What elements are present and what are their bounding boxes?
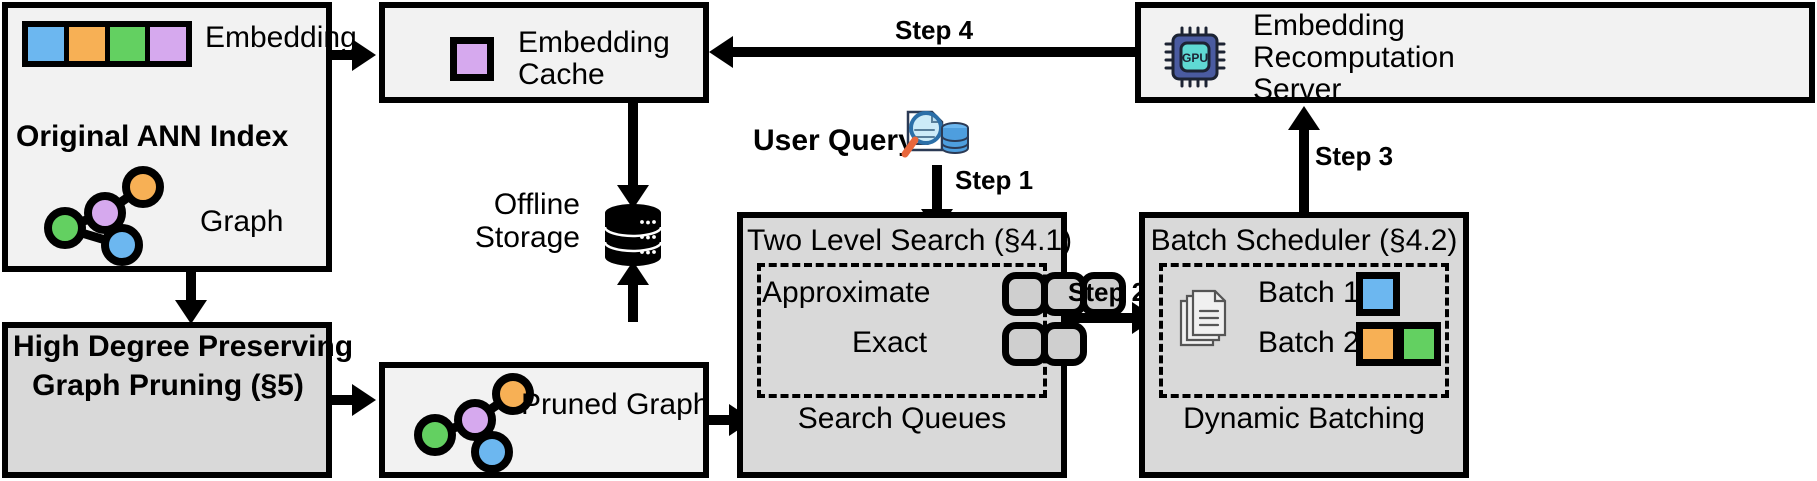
user-query-label: User Query: [753, 124, 915, 157]
embedding-cache-title-line1: Embedding: [518, 26, 670, 59]
embedding-label: Embedding: [205, 21, 357, 54]
dynamic-batching-footer: Dynamic Batching: [1183, 402, 1425, 435]
original-graph-glyph: [40, 165, 170, 266]
arrow-cache-to-storage-shaft: [628, 103, 638, 191]
arrow-pruning-to-pruned-head: [352, 384, 376, 416]
embedding-cache-box: [379, 2, 709, 103]
gpu-chip-icon: GPU: [1164, 26, 1226, 88]
embedding-cell-0: [28, 27, 69, 61]
step-2-label: Step 2: [1068, 277, 1147, 307]
arrow-index-to-pruning-head: [175, 300, 207, 324]
recomputation-server-box: [1135, 2, 1815, 103]
recomputation-server-title-line2: Recomputation: [1253, 41, 1455, 74]
recomputation-server-title-line3: Server: [1253, 73, 1342, 106]
batch-0-swatch-0: [1356, 272, 1400, 316]
arrow-step4-head: [709, 36, 733, 68]
graph-label: Graph: [200, 205, 284, 238]
search-row-0-label: Approximate: [762, 276, 931, 309]
batch-0-label: Batch 1: [1258, 276, 1360, 309]
step-4-label: Step 4: [895, 15, 974, 45]
step-1-label: Step 1: [955, 165, 1034, 195]
arrow-pruned-to-storage-shaft: [628, 282, 638, 322]
batch-1-swatch-0: [1356, 322, 1400, 366]
embedding-cache-swatch: [450, 37, 494, 81]
dynamic-batching-group: [1159, 263, 1449, 398]
search-queues-footer: Search Queues: [797, 402, 1007, 435]
batch-1-label: Batch 2: [1258, 326, 1360, 359]
arrow-index-to-cache-head: [352, 39, 376, 71]
database-cylinder-icon: [602, 203, 664, 267]
graph-pruning-title-line2: Graph Pruning (§5): [32, 369, 304, 402]
offline-storage-label-line2: Storage: [474, 221, 580, 254]
arrow-pruning-to-pruned-shaft: [332, 395, 354, 405]
two-level-search-title: Two Level Search (§4.1): [747, 224, 1073, 257]
embedding-cell-1: [68, 27, 110, 61]
graph-pruning-box: [2, 322, 332, 478]
offline-storage-label-line1: Offline: [493, 188, 580, 221]
arrow-step2-shaft: [1067, 313, 1139, 323]
original-ann-index-title: Original ANN Index: [16, 120, 289, 153]
arrow-index-to-pruning-shaft: [186, 272, 196, 304]
arrow-pruned-to-storage-head: [617, 261, 649, 285]
pruned-graph-glyph: [410, 372, 540, 473]
step-3-label: Step 3: [1315, 141, 1394, 171]
arrow-step4-shaft: [733, 47, 1135, 57]
exact-queue-slot-1[interactable]: [1041, 322, 1087, 366]
graph-pruning-title-line1: High Degree Preserving: [13, 330, 354, 363]
arrow-step1-shaft: [932, 165, 942, 215]
embedding-cell-3: [150, 27, 186, 61]
search-row-1-label: Exact: [852, 326, 928, 359]
pruned-graph-label: Pruned Graph: [521, 388, 710, 422]
embedding-cache-title-line2: Cache: [518, 58, 605, 91]
arrow-index-to-cache-shaft: [332, 50, 354, 60]
arrow-pruned-to-search-shaft: [709, 415, 731, 425]
documents-stack-icon: [1177, 287, 1233, 359]
gpu-chip-icon-text: GPU: [1182, 51, 1208, 65]
embedding-cell-2: [109, 27, 151, 61]
batch-scheduler-title: Batch Scheduler (§4.2): [1150, 224, 1458, 257]
batch-1-swatch-1: [1397, 322, 1441, 366]
approximate-queue-slot-2[interactable]: [1080, 272, 1126, 316]
recomputation-server-title-line1: Embedding: [1253, 9, 1405, 42]
embedding-strip: [22, 21, 192, 67]
arrow-step3-head: [1288, 106, 1320, 130]
arrow-step3-shaft: [1299, 128, 1309, 212]
query-search-database-icon: [900, 104, 970, 166]
